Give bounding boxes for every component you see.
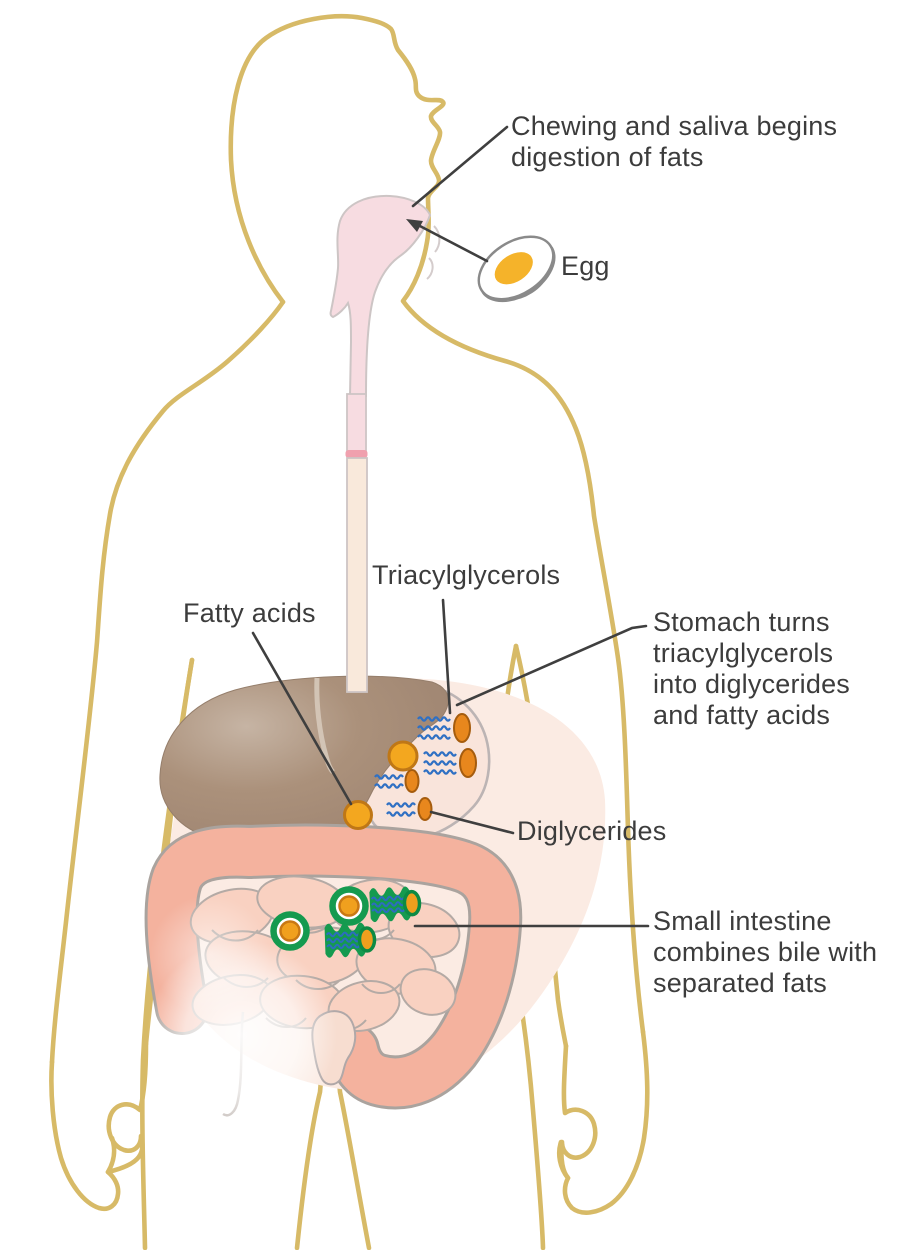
egg-yolk <box>494 252 533 285</box>
label-stomach-turns: Stomach turns triacylglycerols into digl… <box>653 607 851 730</box>
esophagus-lower <box>346 457 368 693</box>
label-chewing-saliva: Chewing and saliva begins digestion of f… <box>511 111 838 172</box>
esophageal-sphincter-band <box>345 450 368 458</box>
triacylglycerol-icon <box>416 713 471 743</box>
head-and-right-arm-outline <box>228 14 646 1035</box>
leader-triacylglycerols <box>441 598 452 715</box>
lip-detail <box>426 225 441 280</box>
leader-stomach <box>455 624 648 707</box>
leader-fatty-acids <box>251 631 353 806</box>
triacylglycerol-icon <box>422 748 477 778</box>
esophagus-tract <box>329 194 441 693</box>
micelle-icon <box>329 886 369 926</box>
bile-coated-fat-icon <box>369 886 422 923</box>
leader-lines <box>251 125 650 928</box>
label-small-intestine: Small intestine combines bile with separ… <box>653 906 878 998</box>
right-inner-leg-outline <box>336 1077 372 1250</box>
esophagus-upper <box>346 393 367 453</box>
label-egg: Egg <box>561 251 610 281</box>
egg-icon <box>477 235 556 303</box>
leader-diglycerides <box>429 810 515 835</box>
fatty-acid-icon <box>343 800 373 830</box>
right-thumb-outline <box>559 1043 598 1181</box>
label-triacylglycerols: Triacylglycerols <box>372 560 561 590</box>
bile-coated-fat-icon <box>324 922 377 958</box>
leader-egg-arrow <box>416 223 489 263</box>
mouth-pharynx-shape <box>329 194 432 397</box>
egg-arrowhead <box>406 219 423 232</box>
micelle-icon <box>270 911 310 951</box>
label-diglycerides: Diglycerides <box>517 816 667 846</box>
right-hand-outline <box>556 1029 650 1215</box>
fade-wash <box>150 895 270 1015</box>
diglyceride-icon <box>385 797 433 821</box>
label-fatty-acids: Fatty acids <box>183 598 316 628</box>
left-arm-outline <box>49 299 286 1065</box>
diglyceride-icon <box>373 769 420 793</box>
leader-chewing <box>411 125 509 208</box>
fatty-acid-icon <box>387 740 419 772</box>
left-inner-leg-outline <box>294 1077 324 1250</box>
large-intestine-shape <box>144 823 523 1110</box>
